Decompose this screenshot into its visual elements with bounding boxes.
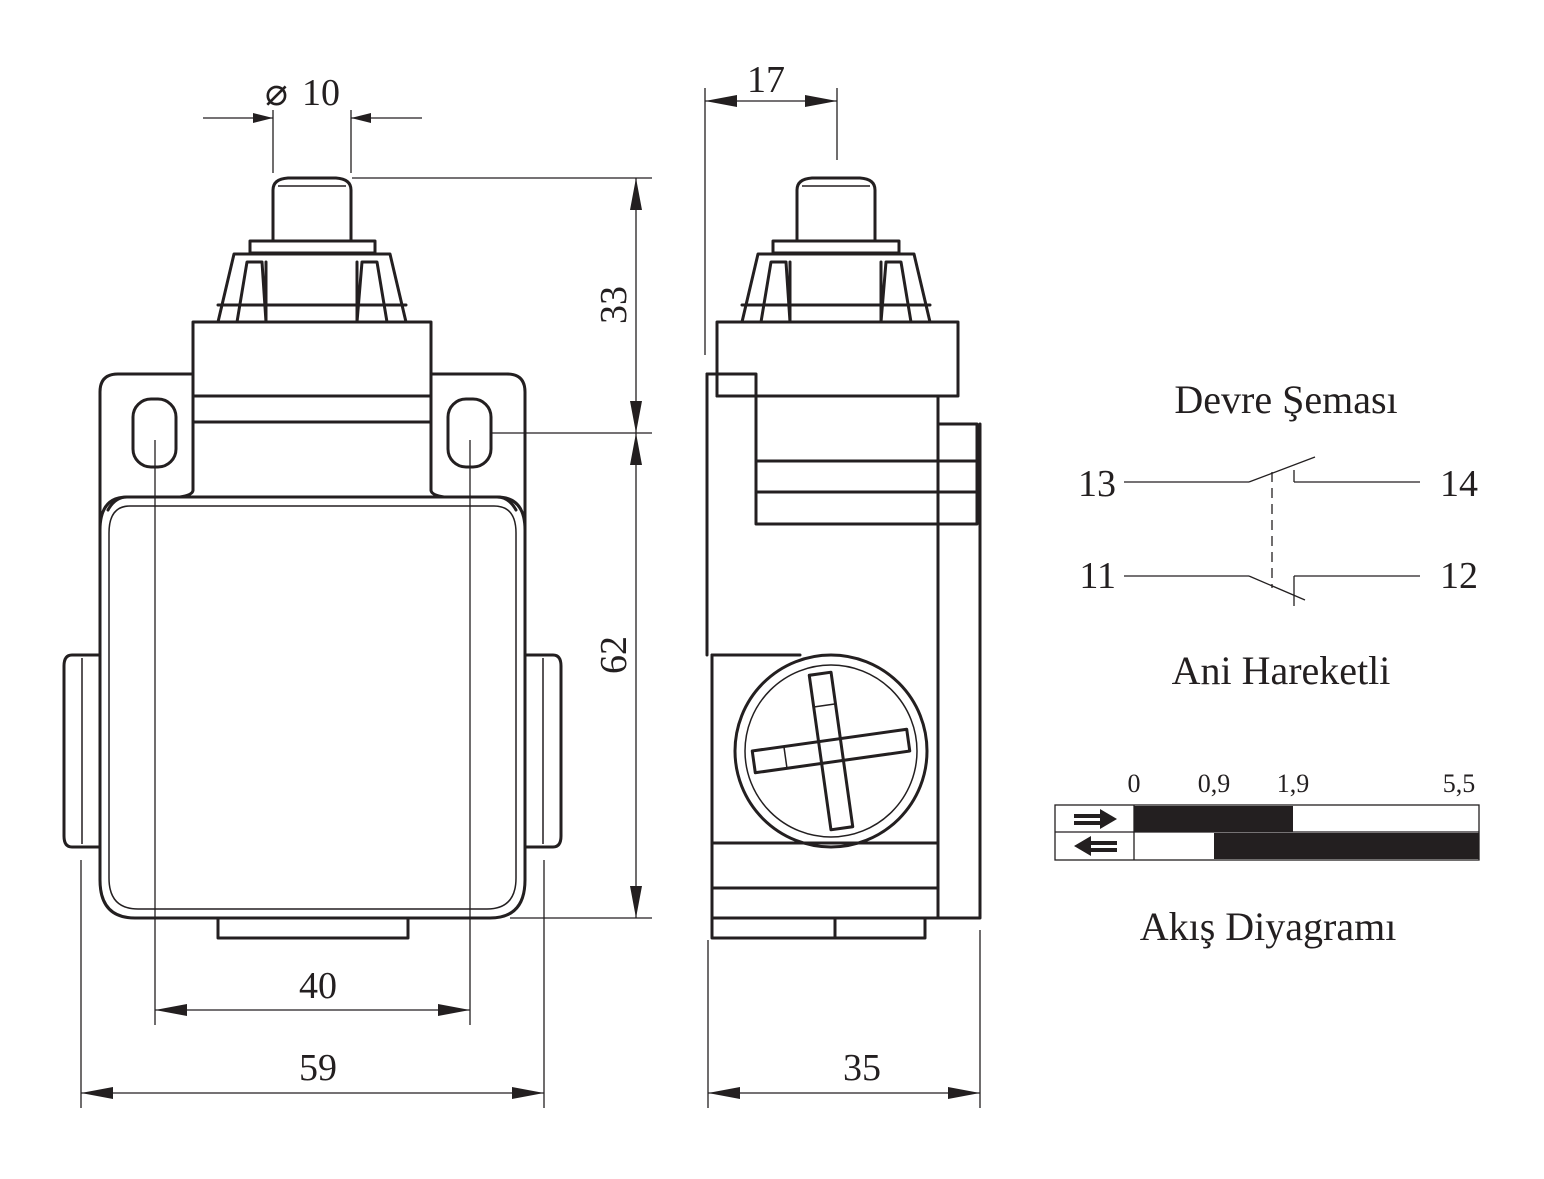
dim-height-top: 33 (593, 286, 635, 324)
circuit-diagram: Devre Şeması 13 14 11 12 Ani Hareketli (1078, 377, 1478, 693)
flow-tick-1: 0,9 (1198, 769, 1231, 798)
side-plunger (795, 176, 877, 243)
front-collar (248, 239, 377, 255)
flow-bar-forward (1134, 806, 1293, 832)
terminal-12: 12 (1440, 555, 1478, 597)
side-head (715, 320, 960, 398)
side-cable-gland (733, 653, 929, 849)
side-cover (754, 394, 979, 526)
circuit-subtitle: Ani Hareketli (1172, 648, 1391, 693)
front-dimensions: ⌀ 10 33 62 40 59 (80, 72, 652, 1108)
front-guide (216, 252, 408, 324)
front-head (191, 320, 433, 398)
flow-diagram: 0 0,9 1,9 5,5 Akış Diyagramı (1054, 769, 1480, 949)
front-bottom-tab (216, 916, 410, 940)
front-right-boss (523, 653, 563, 849)
side-dimensions: 17 35 (704, 59, 981, 1108)
diameter-symbol: ⌀ (265, 72, 288, 114)
dim-height-body: 62 (593, 636, 635, 674)
dim-width-front: 59 (299, 1047, 337, 1089)
side-view (705, 176, 982, 940)
front-right-ear (429, 372, 527, 542)
terminal-14: 14 (1440, 463, 1478, 505)
circuit-title: Devre Şeması (1174, 377, 1397, 422)
arrow-right-icon (1074, 809, 1117, 829)
terminal-13: 13 (1078, 463, 1116, 505)
front-left-ear (98, 372, 195, 542)
dim-depth-side: 35 (843, 1047, 881, 1089)
flow-tick-2: 1,9 (1277, 769, 1310, 798)
front-left-boss (62, 653, 102, 849)
dim-hole-spacing: 40 (299, 965, 337, 1007)
flow-title: Akış Diyagramı (1140, 904, 1397, 949)
flow-bar-return (1214, 833, 1479, 859)
flow-tick-0: 0 (1128, 769, 1141, 798)
dim-diameter: 10 (302, 72, 340, 114)
arrow-left-icon (1074, 836, 1117, 856)
front-body (98, 495, 527, 920)
front-plunger (271, 176, 353, 243)
front-view (62, 176, 563, 940)
flow-tick-3: 5,5 (1443, 769, 1476, 798)
side-body (710, 422, 982, 940)
dim-actuator-width: 17 (747, 59, 785, 101)
screw-cross-icon (750, 670, 912, 832)
terminal-11: 11 (1079, 555, 1116, 597)
